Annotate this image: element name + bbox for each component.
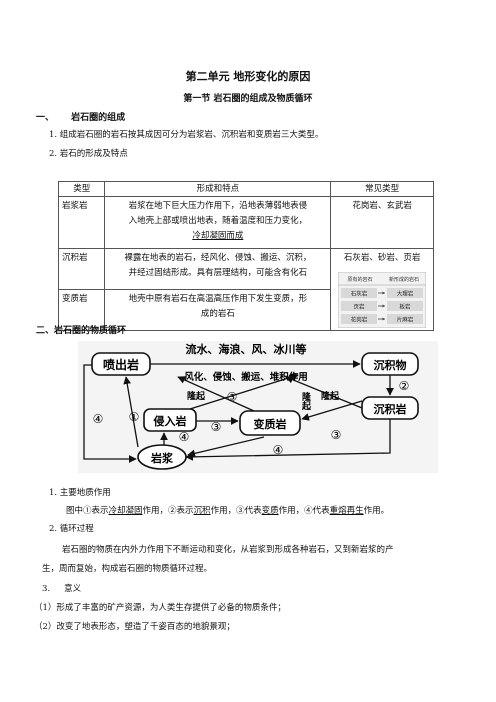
label-n4: ④ [273, 443, 284, 457]
table-header-cell: 常见类型 [330, 181, 434, 197]
table-cell-desc: 岩浆在地下巨大压力作用下，沿地表薄弱地表侵 入地壳上部或喷出地表，随着温度和压力… [104, 196, 332, 249]
page-title: 第二单元 地形变化的原因 [185, 70, 311, 83]
label-n2: ② [399, 379, 410, 393]
box-qinru: 侵入岩 [143, 408, 197, 432]
desc-line: 冷却凝固而成 [192, 231, 244, 241]
table-cell-desc: 裸露在地表的岩石，经风化、侵蚀、搬运、沉积， 并经过固结形成。具有层理结构，可能… [104, 248, 332, 290]
svg-text:大理岩: 大理岩 [397, 290, 414, 298]
label-n3: ③ [227, 390, 238, 404]
table-header-cell: 类型 [57, 181, 106, 197]
table-cell-type: 沉积岩 [57, 248, 106, 290]
inset-header: 新形成的岩石 [389, 276, 419, 283]
svg-text:喷出岩: 喷出岩 [103, 357, 139, 372]
table-row: 岩浆岩 岩浆在地下巨大压力作用下，沿地表薄弱地表侵 入地壳上部或喷出地表，随着温… [57, 196, 434, 249]
section3-item3-point2: （2）改变了地表形态，塑造了千姿百态的地貌景观； [34, 622, 235, 632]
metamorphic-inset-figure: 原有的岩石 新形成的岩石 石灰岩 大理岩 页岩 板岩 [338, 272, 427, 328]
section3-item3-heading: 3.意义 [42, 584, 82, 594]
table-header-cell: 形成和特点 [104, 181, 332, 197]
box-chenjiyan: 沉积岩 [361, 396, 419, 420]
section3-item2-line1: 岩石圈的物质在内外力作用下不断运动和变化，从岩浆到形成各种岩石，又到新岩浆的产 [62, 545, 394, 555]
box-bianzhi: 变质岩 [239, 410, 301, 436]
inset-header: 原有的岩石 [348, 276, 373, 283]
svg-text:片麻岩: 片麻岩 [397, 316, 414, 324]
section3-item1-title: 1. 主要地质作用 [49, 488, 111, 498]
svg-text:岩浆: 岩浆 [150, 451, 174, 465]
rock-types-table: 类型 形成和特点 常见类型 岩浆岩 岩浆在地下巨大压力作用下，沿地表薄弱地表侵 … [57, 181, 434, 331]
table-header-row: 类型 形成和特点 常见类型 [57, 181, 434, 197]
table-cell-desc: 地壳中原有岩石在高温高压作用下发生变质，形 成的岩石 [104, 289, 332, 331]
svg-text:板岩: 板岩 [400, 303, 412, 311]
label-uplift: 隆起 [321, 390, 340, 402]
label-n3: ③ [331, 428, 342, 442]
svg-text:沉积物: 沉积物 [374, 358, 407, 372]
table-row: 沉积岩 裸露在地表的岩石，经风化、侵蚀、搬运、沉积， 并经过固结形成。具有层理结… [57, 248, 434, 331]
svg-text:沉积岩: 沉积岩 [374, 402, 407, 416]
rock-cycle-diagram: 喷出岩 侵入岩 变质岩 沉积物 沉积岩 岩浆 [78, 341, 438, 473]
table-cell-type: 变质岩 [57, 289, 106, 331]
section2-heading: 二、岩石圈的物质循环 [36, 326, 127, 336]
table-cell-examples: 石灰岩、砂岩、页岩 原有的岩石 新形成的岩石 石灰岩 大理岩 [330, 248, 434, 331]
table-row: 变质岩 地壳中原有岩石在高温高压作用下发生变质，形 成的岩石 [57, 289, 434, 331]
page-subtitle: 第一节 岩石圈的组成及物质循环 [183, 94, 313, 104]
section1-heading-num: 一、 [36, 113, 55, 123]
section1-heading-text: 岩石圈的组成 [71, 113, 126, 123]
examples-text: 石灰岩、砂岩、页岩 [343, 253, 421, 263]
svg-text:石灰岩: 石灰岩 [351, 290, 368, 298]
section3-item2-title: 2. 循环过程 [49, 524, 94, 534]
section3-item2-line2: 生，周而复始，构成岩石圈的物质循环过程。 [42, 564, 213, 574]
cycle-arrows [83, 360, 394, 463]
label-n4: ④ [93, 412, 104, 426]
svg-text:变质岩: 变质岩 [254, 417, 287, 431]
desc-line: 地壳中原有岩石在高温高压作用下发生变质，形 [128, 294, 308, 304]
box-yanjiang: 岩浆 [137, 444, 187, 470]
label-n3: ③ [211, 420, 222, 434]
label-uplift: 隆起 [187, 390, 206, 402]
section3-item1-text: 图中①表示冷却凝固作用，②表示沉积作用，③代表变质作用，④代表重熔再生作用。 [66, 506, 390, 516]
desc-line: 岩浆在地下巨大压力作用下，沿地表薄弱地表侵 [128, 201, 308, 211]
desc-line: 裸露在地表的岩石，经风化、侵蚀、搬运、沉积， [124, 253, 312, 263]
section1-heading: 一、 岩石圈的组成 [36, 110, 125, 123]
desc-line: 成的岩石 [200, 309, 235, 319]
desc-line: 并经过固结形成。具有层理结构，可能含有化石 [128, 268, 308, 278]
inset-row: 石灰岩 大理岩 [341, 288, 424, 298]
label-processes: 风化、侵蚀、搬运、堆积作用 [184, 371, 308, 383]
inset-row: 花岗岩 片麻岩 [341, 314, 424, 324]
label-n4: ④ [179, 430, 190, 444]
inset-row: 页岩 板岩 [341, 301, 424, 311]
label-uplift-vertical: 隆起 [300, 391, 312, 411]
section1-item1: 1. 组成岩石圈的岩石按其成因可分为岩浆岩、沉积岩和变质岩三大类型。 [49, 130, 324, 140]
box-chenjiwu: 沉积物 [361, 352, 419, 376]
svg-text:页岩: 页岩 [354, 303, 366, 311]
label-n1: ① [129, 410, 140, 424]
svg-text:侵入岩: 侵入岩 [153, 414, 187, 428]
desc-line: 入地壳上部或喷出地表，随着温度和压力变化， [128, 216, 308, 226]
table-cell-examples: 花岗岩、玄武岩 [330, 196, 434, 249]
section3-item3-point1: （1）形成了丰富的矿产资源，为人类生存提供了必备的物质条件； [34, 603, 286, 613]
label-agents: 流水、海浪、风、冰川等 [186, 342, 307, 356]
box-penchu: 喷出岩 [91, 352, 151, 376]
section1-item2: 2. 岩石的形成及特点 [49, 149, 128, 159]
table-cell-type: 岩浆岩 [57, 196, 106, 249]
svg-text:花岗岩: 花岗岩 [351, 316, 368, 324]
